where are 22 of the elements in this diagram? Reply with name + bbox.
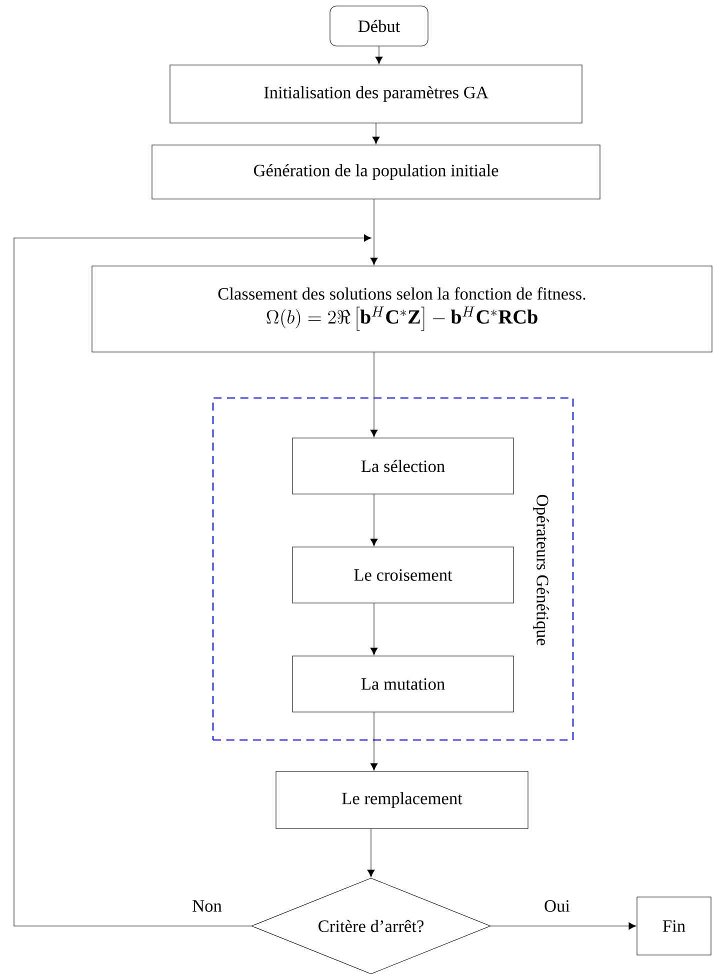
arrow <box>14 234 372 926</box>
process-box: Le croisement <box>292 546 514 604</box>
group-label: Opérateurs Génétique <box>533 494 549 646</box>
process-box: Initialisation des paramètres GA <box>170 64 582 124</box>
edge-label: Oui <box>542 898 572 914</box>
arrow <box>372 123 380 144</box>
arrow <box>370 352 378 438</box>
arrow <box>370 603 378 656</box>
arrow <box>375 46 383 64</box>
arrow <box>367 828 375 878</box>
process-box: Classement des solutions selon la fonction de fitness. $\Omega(b) = 2\Re\left[\mathbf{b}^{H}\mathbf{C}^{*}\mathbf{Z}\right] - \mathbf{b}^{H}\mathbf{C}^{*}\mathbf{R}\mathbf{C}\mathbf{b}$ <box>92 266 712 352</box>
start-box: Début <box>330 6 428 46</box>
process-box: La mutation <box>292 656 514 712</box>
edge-label: Non <box>190 898 224 914</box>
arrow <box>370 199 378 266</box>
arrow <box>370 712 378 771</box>
process-box: La sélection <box>292 438 514 494</box>
end-box: Fin <box>636 896 712 956</box>
arrow <box>490 922 636 930</box>
process-box: Génération de la population initiale <box>152 144 600 200</box>
process-box: Le remplacement <box>276 771 528 829</box>
arrow <box>370 494 378 546</box>
